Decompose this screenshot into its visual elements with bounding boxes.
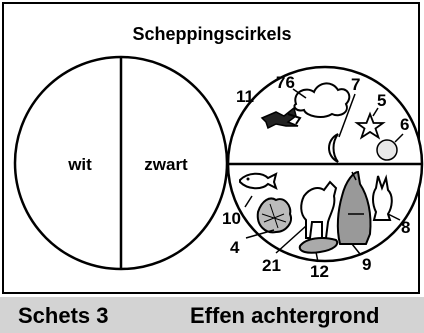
number-label-10: 10 <box>222 209 241 228</box>
number-label-4: 4 <box>230 238 240 257</box>
caption-bar: Schets 3 Effen achtergrond <box>0 297 424 333</box>
plant-icon <box>258 199 291 233</box>
black-label: zwart <box>144 155 188 174</box>
number-label-6: 6 <box>400 115 409 134</box>
background-caption: Effen achtergrond <box>190 303 379 329</box>
number-label-12: 12 <box>310 262 329 281</box>
fish-eye-icon <box>247 178 250 181</box>
creation-circles-diagram: wit zwart <box>0 0 424 296</box>
number-label-8: 8 <box>401 218 410 237</box>
white-label: wit <box>67 155 92 174</box>
number-label-11: 11 <box>236 87 254 106</box>
white-black-circle: wit zwart <box>15 57 227 269</box>
number-label-21: 21 <box>262 256 281 275</box>
sketch-number: Schets 3 <box>18 303 109 329</box>
fish-icon <box>240 174 276 189</box>
number-label-5: 5 <box>377 91 386 110</box>
number-label-9: 9 <box>362 255 371 274</box>
creation-days-circle: 76 7 5 11 6 10 8 4 21 12 9 <box>222 67 422 281</box>
number-label-7: 7 <box>351 75 360 94</box>
sun-icon <box>377 140 397 160</box>
number-label-76: 76 <box>276 73 295 92</box>
